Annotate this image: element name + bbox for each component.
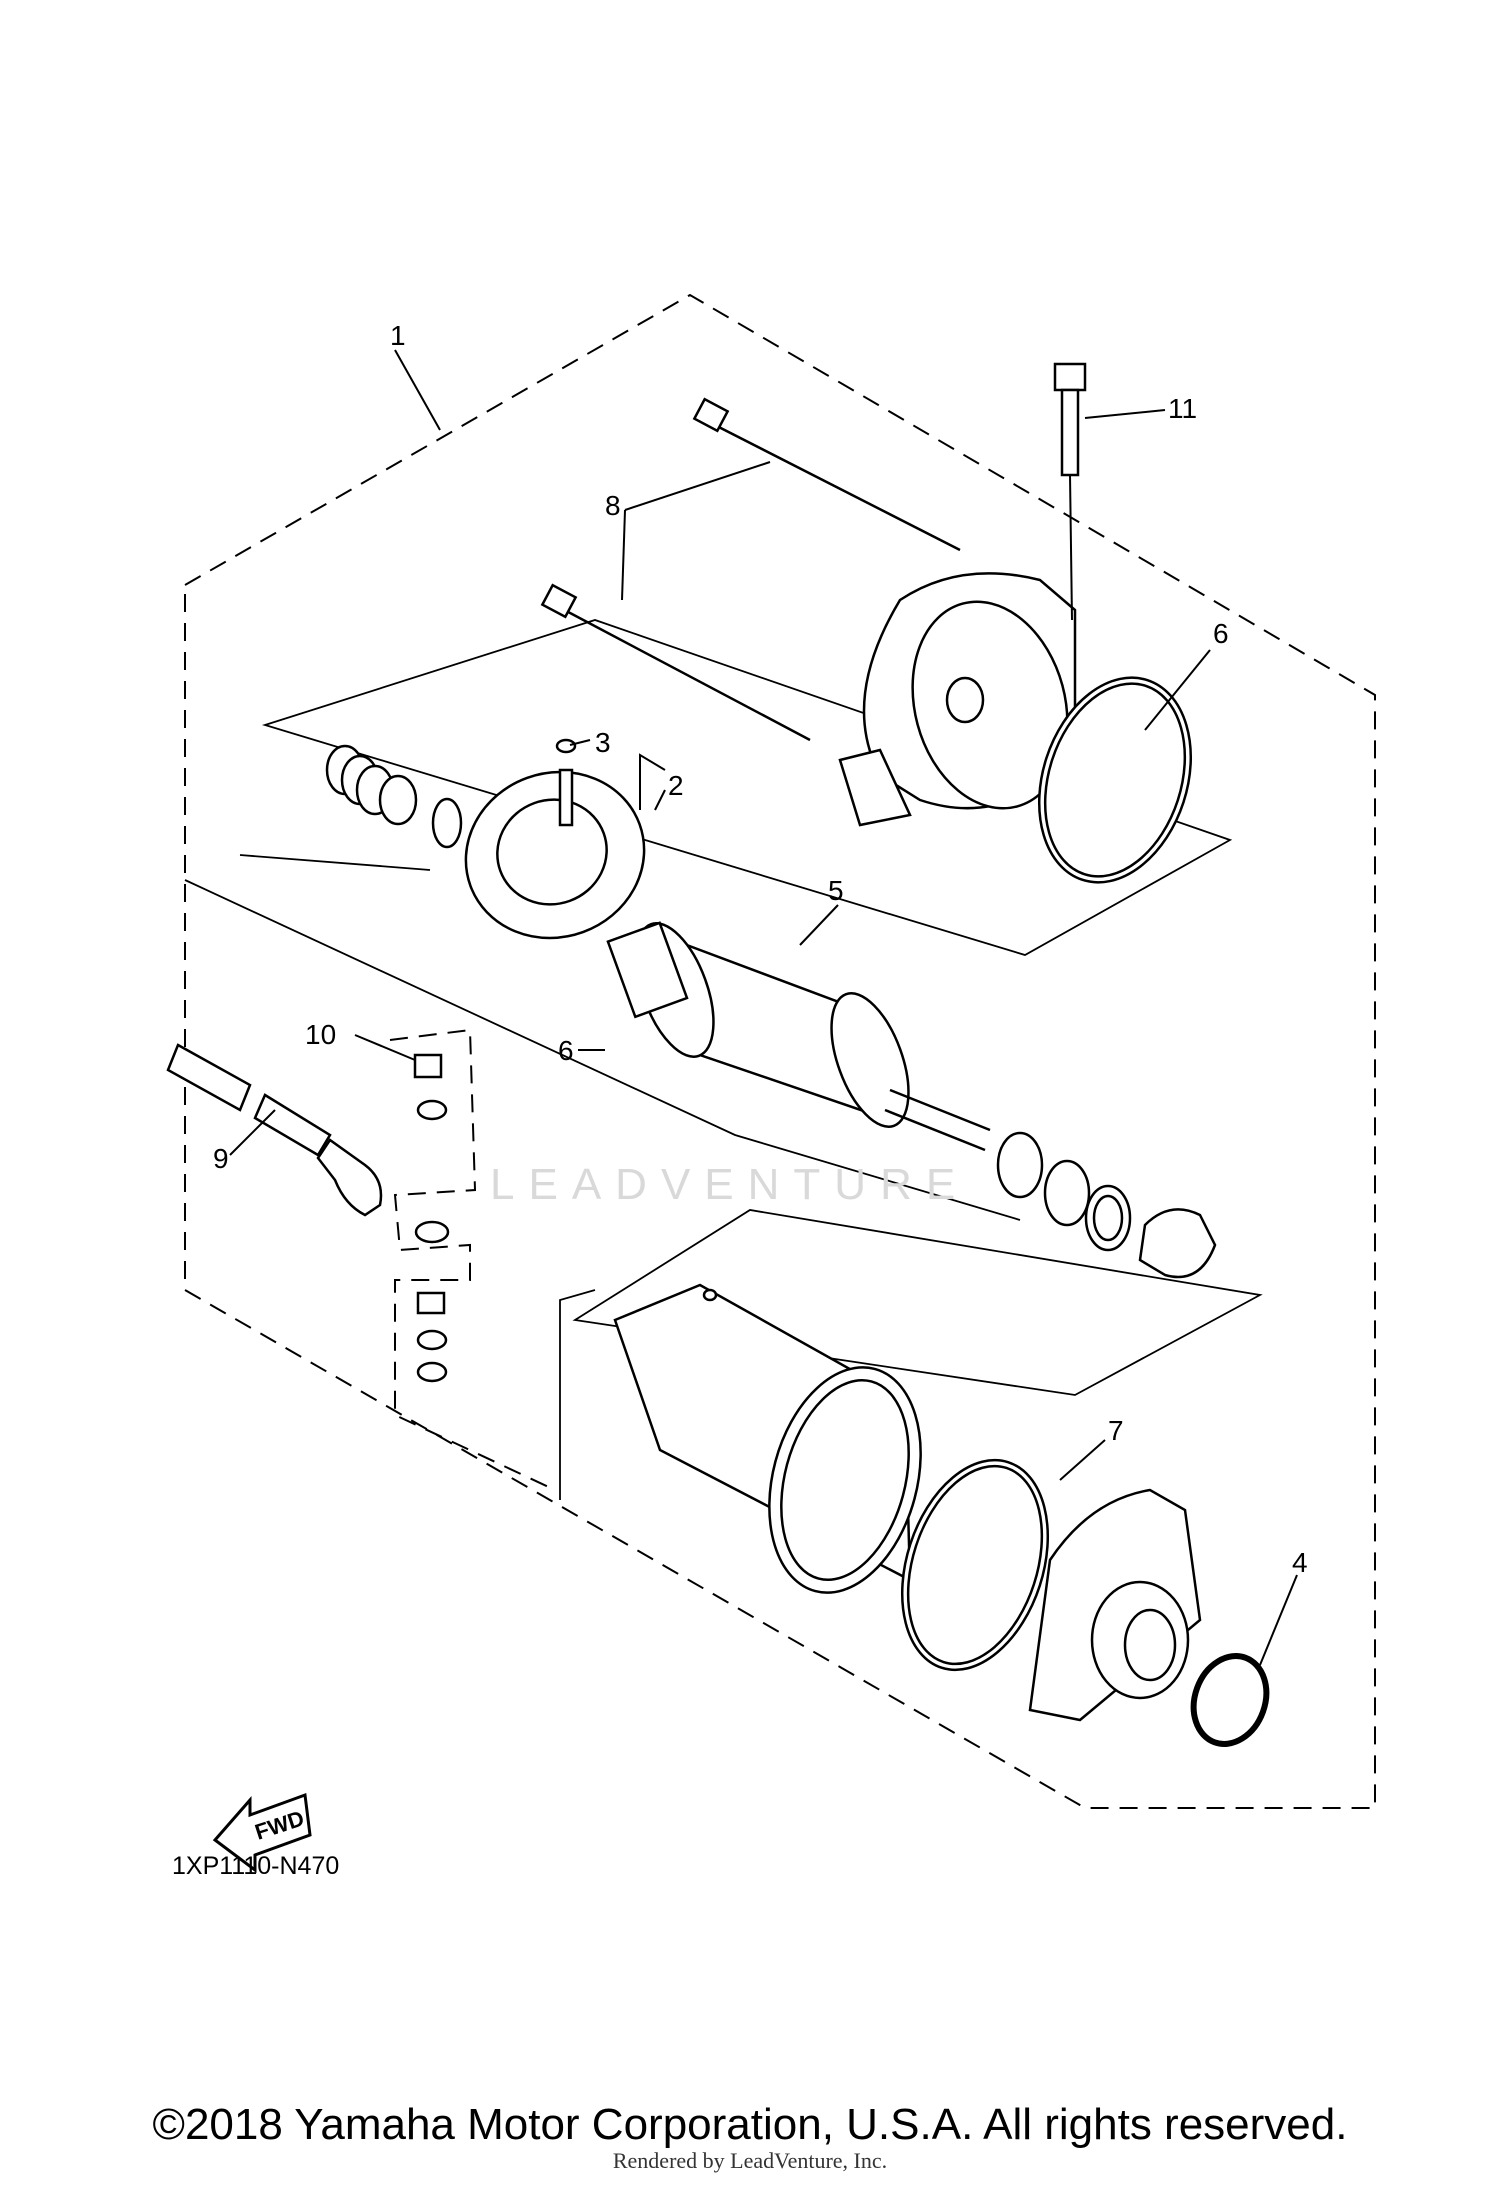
rear-cover (1028, 1488, 1202, 1722)
armature (606, 921, 991, 1152)
callout-4: 4 (1292, 1547, 1308, 1578)
callouts: 1 8 11 6 3 2 5 10 6 9 7 4 (213, 320, 1308, 1578)
callout-8: 8 (605, 490, 621, 521)
fwd-arrow-icon: FWD (212, 1792, 312, 1873)
guide-line-yoke (559, 1289, 596, 1500)
bolt-11 (1053, 362, 1087, 477)
callout-5: 5 (828, 875, 844, 906)
watermark: LEADVENTURE (490, 1160, 970, 1209)
callout-6-upper: 6 (1213, 618, 1229, 649)
copyright-notice: ©2018 Yamaha Motor Corporation, U.S.A. A… (152, 2100, 1348, 2149)
front-cover (838, 572, 1077, 827)
callout-2: 2 (668, 770, 684, 801)
guide-plane-lower (572, 1209, 1263, 1396)
brush-holder (464, 738, 646, 940)
callout-6-lower: 6 (558, 1035, 574, 1066)
guide-line-brush (239, 854, 431, 871)
callout-1: 1 (390, 320, 406, 351)
rendered-by-notice: Rendered by LeadVenture, Inc. (612, 2148, 888, 2173)
callout-7: 7 (1108, 1415, 1124, 1446)
terminal-kit-boundary (389, 1028, 556, 1491)
assembly-boundary (184, 293, 1376, 1809)
callout-11: 11 (1168, 393, 1197, 424)
callout-10: 10 (305, 1019, 336, 1050)
diagram-code: 1XP1110-N470 (172, 1852, 340, 1880)
callout-9: 9 (213, 1143, 229, 1174)
o-ring-4 (1190, 1653, 1270, 1747)
guide-line-main (184, 879, 1021, 1221)
through-bolts (540, 397, 961, 742)
washer-stack (996, 1131, 1217, 1279)
terminal-hardware (413, 1053, 450, 1383)
leader-lines (229, 349, 1298, 1666)
washer-small (431, 797, 463, 849)
callout-3: 3 (595, 727, 611, 758)
lead-wire (166, 1043, 383, 1217)
guide-plane-upper (261, 619, 1233, 956)
yoke-housing (613, 1283, 922, 1594)
brush-springs (325, 744, 418, 826)
